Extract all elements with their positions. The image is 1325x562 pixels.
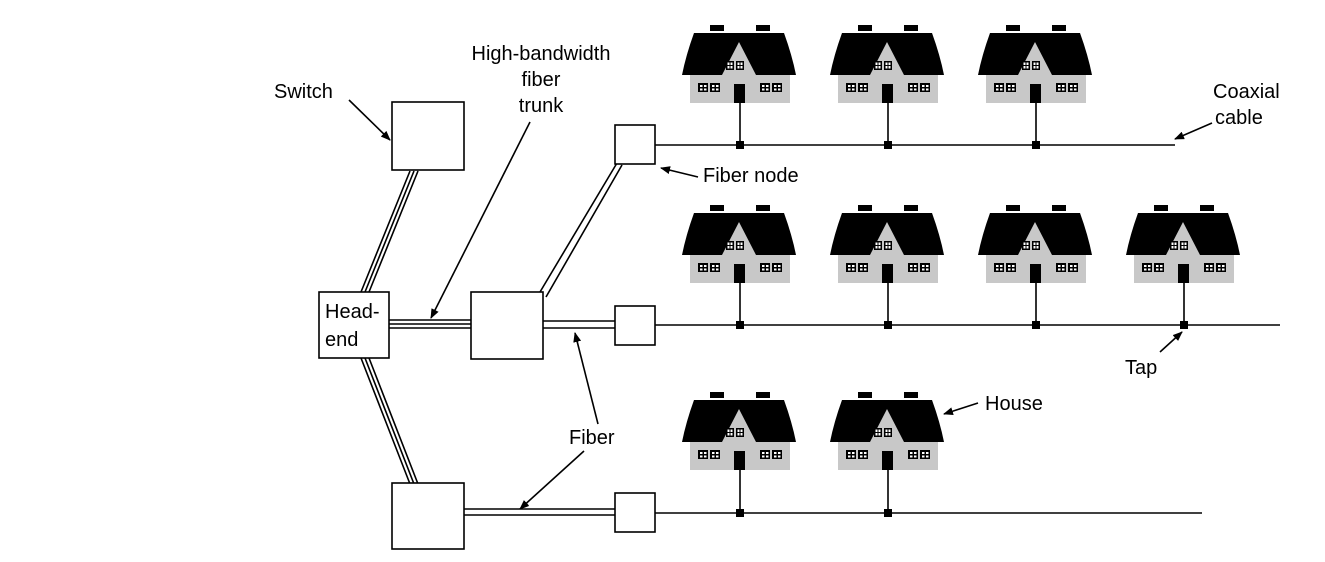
coax-label-line2: cable	[1215, 107, 1263, 129]
fiber-arrow-lower	[519, 450, 585, 510]
fiber-node-top	[614, 124, 656, 165]
tap	[884, 509, 892, 517]
house	[830, 25, 944, 103]
house	[978, 25, 1092, 103]
headend-label-line2: end	[325, 329, 358, 351]
lower-hub-box	[391, 482, 465, 550]
house	[682, 392, 796, 470]
tap	[736, 141, 744, 149]
switch-label: Switch	[274, 81, 333, 103]
trunk-arrow	[430, 121, 531, 319]
house-arrow	[943, 402, 979, 416]
drop-lines-row-1	[739, 103, 1037, 145]
middle-hub-box	[470, 291, 544, 360]
house	[830, 392, 944, 470]
trunk-label-line2: fiber	[522, 69, 561, 91]
headend-label-line1: Head-	[325, 301, 379, 323]
house	[1126, 205, 1240, 283]
coax-label-line1: Coaxial	[1213, 81, 1280, 103]
drop-lines-row-2	[739, 283, 1185, 325]
headend-box	[318, 291, 390, 359]
fiber-node-middle	[614, 305, 656, 346]
switch-arrow	[348, 99, 391, 141]
tap	[1180, 321, 1188, 329]
house	[682, 205, 796, 283]
tap	[884, 141, 892, 149]
taps-row-3	[736, 509, 892, 517]
headend-to-switch-fiber	[360, 170, 419, 293]
tap	[1032, 141, 1040, 149]
trunk-label-line1: High-bandwidth	[472, 43, 611, 65]
house	[978, 205, 1092, 283]
tap	[736, 321, 744, 329]
taps-row-2	[736, 321, 1188, 329]
fiber-to-top-node	[539, 162, 623, 298]
fiber-node-arrow	[660, 166, 699, 178]
fiber-to-lower-node	[464, 508, 615, 516]
tap-arrow	[1159, 331, 1183, 353]
taps-row-1	[736, 141, 1040, 149]
headend-to-lower-hub-fiber	[360, 357, 419, 485]
coax-arrow	[1174, 122, 1213, 140]
fiber-arrow-upper	[573, 332, 599, 425]
tap	[736, 509, 744, 517]
tap	[884, 321, 892, 329]
tap	[1032, 321, 1040, 329]
trunk-label-line3: trunk	[519, 95, 564, 117]
house	[682, 25, 796, 103]
fiber-to-middle-node	[543, 320, 615, 329]
tap-label: Tap	[1125, 357, 1157, 379]
drop-lines-row-3	[739, 470, 889, 513]
fiber-label: Fiber	[569, 427, 615, 449]
house-label: House	[985, 393, 1043, 415]
switch-box	[391, 101, 465, 171]
house	[830, 205, 944, 283]
fiber-node-label: Fiber node	[703, 165, 799, 187]
high-bandwidth-fiber-trunk	[389, 319, 472, 329]
fiber-node-lower	[614, 492, 656, 533]
